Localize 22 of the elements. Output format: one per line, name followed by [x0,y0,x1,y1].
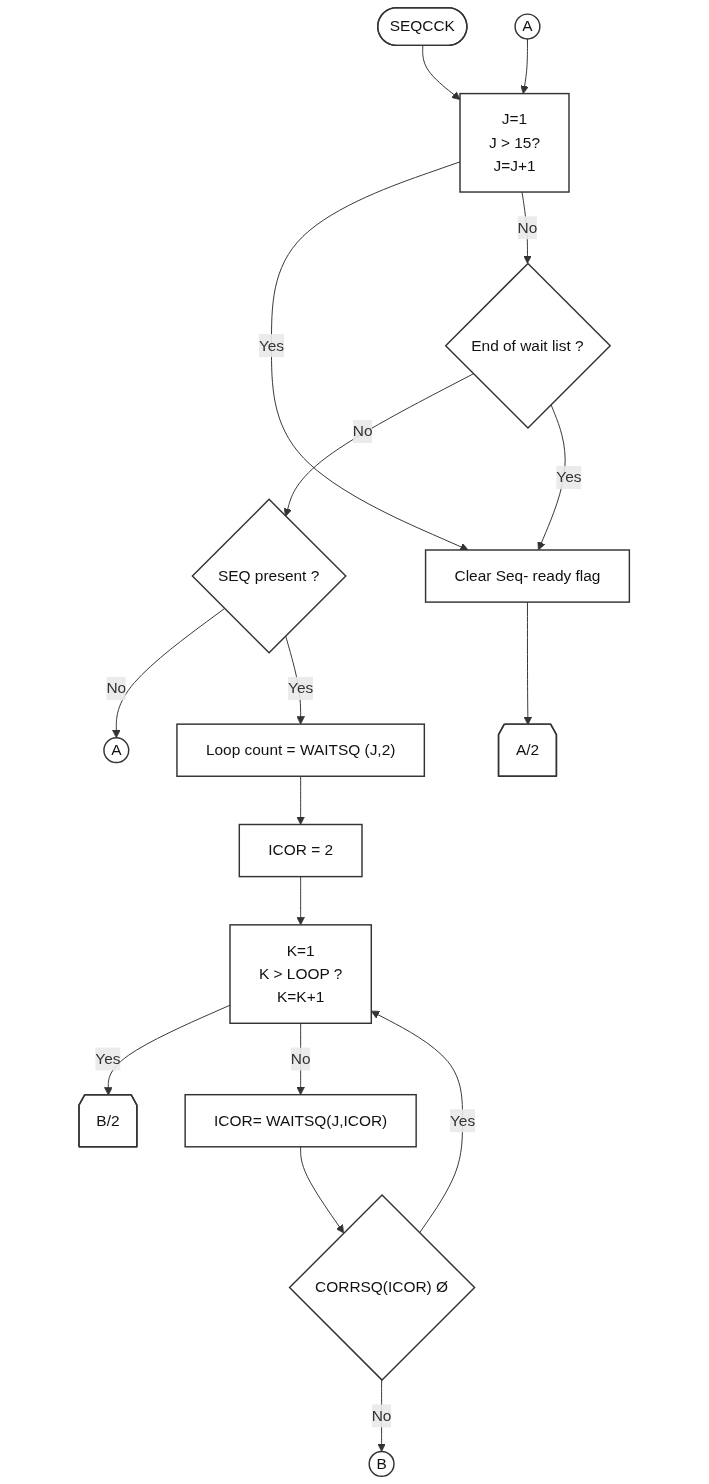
edge-label: No [291,1050,311,1067]
node-box: ICOR= WAITSQ(J,ICOR) [184,1093,418,1148]
node-box: ICOR = 2 [238,823,364,878]
node-box: J=1 J > 15? J=J+1 [459,92,571,193]
edge-label: No [372,1407,392,1424]
node-diamond: End of wait list ? [445,262,612,429]
node-circle: A [103,737,130,764]
edge-label: Yes [450,1112,476,1129]
edge-label: Yes [95,1050,121,1067]
node-box: Loop count = WAITSQ (J,2) [176,723,426,777]
edge-label: Yes [556,468,582,486]
node-diamond: CORRSQ(ICOR) Ø [288,1194,476,1382]
edge-label: No [106,679,127,697]
node-circle: A [514,13,541,40]
node-diamond: SEQ present ? [191,498,348,654]
edge-label: Yes [259,337,285,354]
node-box: K=1 K > LOOP ? K=K+1 [229,924,373,1024]
edge-label: No [517,219,538,236]
node-circle: B [368,1450,395,1477]
edge-label: No [353,422,373,440]
node-box: Clear Seq- ready flag [425,549,631,603]
edge-label: Yes [288,679,314,697]
